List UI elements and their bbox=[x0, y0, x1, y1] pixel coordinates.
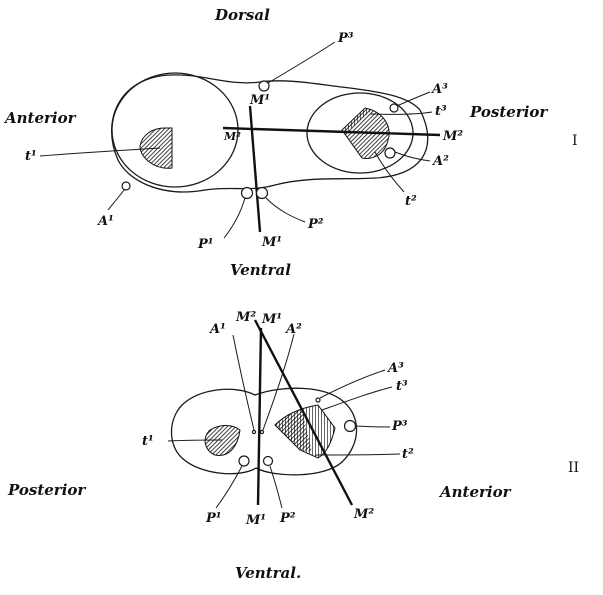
label-p1: P¹ bbox=[197, 237, 213, 252]
label-ventral-i: Ventral bbox=[230, 261, 291, 279]
label-t1: t¹ bbox=[25, 149, 37, 164]
leader-t3 bbox=[370, 112, 432, 114]
label-m2-top-ii: M² bbox=[235, 310, 256, 325]
pole-a3 bbox=[390, 104, 398, 112]
label-posterior: Posterior bbox=[469, 103, 548, 121]
label-t2-ii: t² bbox=[402, 447, 414, 462]
left-inner-outline bbox=[112, 73, 238, 187]
label-a1-ii: A¹ bbox=[208, 322, 226, 337]
label-p2: P² bbox=[307, 217, 324, 232]
axis-m2 bbox=[223, 128, 440, 135]
label-p2-ii: P² bbox=[279, 511, 296, 526]
leader-p1 bbox=[224, 198, 245, 238]
label-anterior: Anterior bbox=[3, 109, 77, 127]
label-t1-ii: t¹ bbox=[142, 434, 154, 449]
pole-a3-ii bbox=[316, 398, 320, 402]
leader-p3 bbox=[268, 42, 335, 83]
leader-p2-ii bbox=[270, 466, 282, 508]
leader-t2-ii bbox=[315, 454, 400, 455]
pole-p2-ii bbox=[264, 457, 273, 466]
pole-p3 bbox=[259, 81, 269, 91]
label-t3-ii: t³ bbox=[396, 379, 408, 394]
label-p3-ii: P³ bbox=[391, 419, 408, 434]
pole-p2 bbox=[257, 188, 268, 199]
label-a2-ii: A² bbox=[284, 322, 302, 337]
leader-p2 bbox=[266, 198, 305, 222]
label-p3: P³ bbox=[337, 31, 354, 46]
axis-m1-ii bbox=[258, 328, 261, 505]
label-a1: A¹ bbox=[96, 214, 114, 229]
leader-a1-ii bbox=[233, 335, 254, 430]
label-m1-bottom: M¹ bbox=[261, 235, 282, 250]
label-dorsal: Dorsal bbox=[214, 6, 270, 24]
label-m1-top-ii: M¹ bbox=[261, 312, 282, 327]
label-posterior-ii: Posterior bbox=[7, 481, 86, 499]
figure-one: Dorsal P³ Anterior M¹ M² A³ t³ Posterior… bbox=[3, 6, 578, 279]
figure-two: M² M¹ A¹ A² A³ t³ P³ t¹ t² II Posterior … bbox=[7, 310, 579, 582]
label-a3-ii: A³ bbox=[386, 361, 404, 376]
label-m2-right: M² bbox=[442, 129, 463, 144]
pole-p1 bbox=[242, 188, 253, 199]
axis-m1 bbox=[250, 106, 260, 232]
label-a3: A³ bbox=[430, 82, 448, 97]
pole-p1-ii bbox=[239, 456, 249, 466]
pole-a1-ii bbox=[252, 430, 255, 433]
label-m2-left: M² bbox=[223, 130, 241, 143]
label-m2-bottom-ii: M² bbox=[353, 507, 374, 522]
pole-a2 bbox=[385, 148, 395, 158]
label-t2: t² bbox=[405, 194, 417, 209]
label-m1-bottom-ii: M¹ bbox=[245, 513, 266, 528]
label-t3: t³ bbox=[435, 104, 447, 119]
label-numeral-i: I bbox=[572, 133, 578, 149]
pole-a1 bbox=[122, 182, 130, 190]
pole-a2-ii bbox=[260, 430, 263, 433]
leader-t3-ii bbox=[322, 387, 392, 410]
leader-a1 bbox=[108, 190, 124, 210]
label-m1-top: M¹ bbox=[249, 93, 270, 108]
label-numeral-ii: II bbox=[568, 460, 579, 476]
leader-p3-ii bbox=[356, 426, 390, 427]
label-ventral-ii: Ventral. bbox=[235, 564, 301, 582]
label-a2: A² bbox=[431, 154, 449, 169]
label-p1-ii: P¹ bbox=[205, 511, 221, 526]
pole-p3-ii bbox=[345, 421, 356, 432]
leader-p1-ii bbox=[216, 466, 242, 508]
label-anterior-ii: Anterior bbox=[438, 483, 512, 501]
